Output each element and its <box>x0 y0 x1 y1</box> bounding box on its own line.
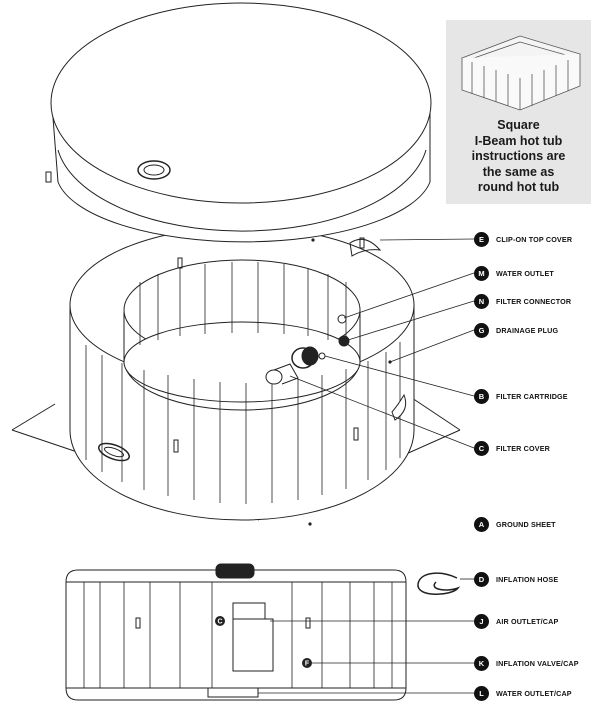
filter-cartridge <box>265 346 326 385</box>
callout-label-filter-cover: FILTER COVER <box>496 444 550 453</box>
tub-side-view <box>65 563 407 701</box>
callout-badge-c: C <box>474 441 489 456</box>
inflation-hose-icon <box>417 572 461 595</box>
callout-label-inflation-valve: INFLATION VALVE/CAP <box>496 659 579 668</box>
note-line: instructions are <box>471 149 566 163</box>
square-tub-note: Square I-Beam hot tub instructions are t… <box>446 118 591 196</box>
tub-body <box>69 226 415 521</box>
callout-badge-e: E <box>474 232 489 247</box>
callout-label-air-outlet: AIR OUTLET/CAP <box>496 617 559 626</box>
callout-badge-g: G <box>474 323 489 338</box>
callout-label-ground-sheet: GROUND SHEET <box>496 520 556 529</box>
callout-label-inflation-hose: INFLATION HOSE <box>496 575 559 584</box>
note-line: round hot tub <box>477 180 560 194</box>
callout-badge-m: M <box>474 266 489 281</box>
callout-badge-n: N <box>474 294 489 309</box>
callout-label-water-outlet-cap: WATER OUTLET/CAP <box>496 689 572 698</box>
callout-badge-d: D <box>474 572 489 587</box>
callout-badge-k: K <box>474 656 489 671</box>
handle-icon <box>98 442 130 462</box>
callout-badge-l: L <box>474 686 489 701</box>
callout-badge-a: A <box>474 517 489 532</box>
callout-label-water-outlet: WATER OUTLET <box>496 269 554 278</box>
marker-f: F <box>305 661 310 668</box>
note-line: the same as <box>482 164 555 179</box>
note-line: I-Beam hot tub <box>474 133 563 148</box>
callout-badge-b: B <box>474 389 489 404</box>
leader-lines <box>258 238 475 694</box>
side-view-markers: C F <box>215 616 312 668</box>
top-cover <box>45 2 432 257</box>
callout-label-top-cover: CLIP-ON TOP COVER <box>496 235 573 244</box>
callout-label-drainage-plug: DRAINAGE PLUG <box>496 326 559 335</box>
note-line: Square <box>497 118 540 132</box>
marker-c: C <box>217 619 222 626</box>
callout-label-filter-cartridge: FILTER CARTRIDGE <box>496 392 568 401</box>
callout-badge-j: J <box>474 614 489 629</box>
callout-label-filter-connector: FILTER CONNECTOR <box>496 297 572 306</box>
